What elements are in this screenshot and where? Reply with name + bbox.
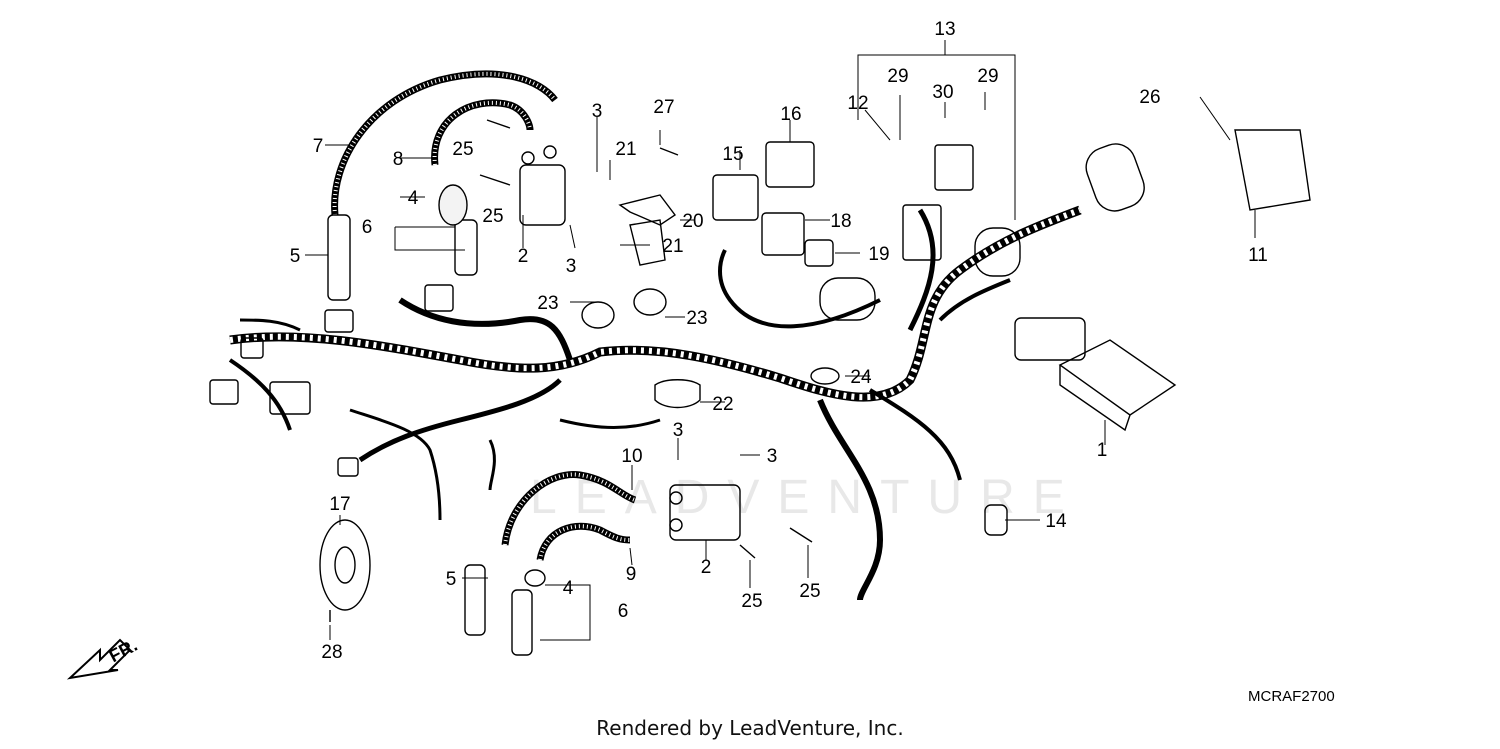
callout-30: 30 — [932, 82, 953, 103]
callout-24: 24 — [850, 367, 872, 388]
callout-7: 7 — [313, 136, 324, 157]
callout-2-lower: 2 — [701, 557, 712, 578]
regulator-rectifier-11 — [1234, 129, 1311, 211]
callout-21-lower: 21 — [662, 236, 683, 257]
callout-22: 22 — [712, 394, 733, 415]
callout-17: 17 — [329, 494, 350, 515]
high-tension-lead-8 — [431, 99, 534, 166]
callout-20: 20 — [682, 211, 703, 232]
callout-25-d: 25 — [799, 581, 820, 602]
callout-9: 9 — [626, 564, 637, 585]
footer-credit: Rendered by LeadVenture, Inc. — [596, 716, 904, 740]
callout-13: 13 — [934, 19, 955, 40]
callout-3-a: 3 — [592, 101, 603, 122]
callout-25-c: 25 — [741, 591, 762, 612]
callout-25-b: 25 — [482, 206, 503, 227]
callout-4-upper: 4 — [408, 188, 419, 209]
callout-3-d: 3 — [767, 446, 778, 467]
callout-14: 14 — [1045, 511, 1067, 532]
callout-23-left: 23 — [537, 293, 558, 314]
callout-25-a: 25 — [452, 139, 473, 160]
callout-8: 8 — [393, 149, 404, 170]
diagram-code: MCRAF2700 — [1248, 688, 1335, 705]
callout-27: 27 — [653, 97, 674, 118]
callout-15: 15 — [722, 144, 743, 165]
callout-6-lower: 6 — [618, 601, 629, 622]
callout-5-upper: 5 — [290, 246, 301, 267]
callout-26: 26 — [1139, 87, 1160, 108]
callout-1: 1 — [1097, 440, 1108, 461]
callout-5-lower: 5 — [446, 569, 457, 590]
callout-3-b: 3 — [566, 256, 577, 277]
callout-28: 28 — [321, 642, 342, 663]
horn-17 — [319, 519, 371, 611]
callout-12: 12 — [847, 93, 868, 114]
callout-19: 19 — [868, 244, 889, 265]
callout-6-upper: 6 — [362, 217, 373, 238]
callout-11: 11 — [1248, 245, 1268, 266]
callout-23-right: 23 — [686, 308, 707, 329]
main-harness — [229, 205, 1082, 402]
callout-18: 18 — [830, 211, 851, 232]
callout-29-right: 29 — [977, 66, 998, 87]
callout-16: 16 — [780, 104, 801, 125]
callout-21-upper: 21 — [615, 139, 636, 160]
callout-2-upper: 2 — [518, 246, 529, 267]
ecm-unit-1 — [1058, 339, 1177, 432]
callout-3-c: 3 — [673, 420, 684, 441]
callout-4-lower: 4 — [563, 578, 574, 599]
front-direction-arrow-icon — [66, 638, 132, 680]
callout-10: 10 — [621, 446, 642, 467]
watermark: LEADVENTURE — [530, 471, 1083, 524]
callout-29-left: 29 — [887, 66, 908, 87]
